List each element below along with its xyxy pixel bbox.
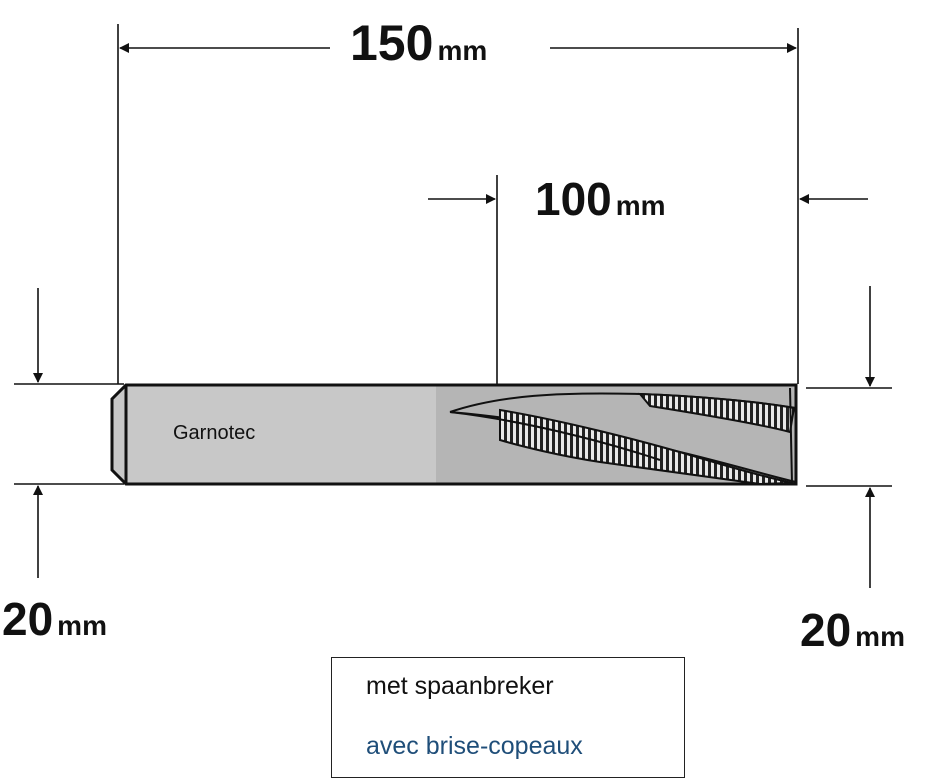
cutting-diameter-unit: mm xyxy=(855,621,905,652)
router-bit: Garnotec xyxy=(110,383,798,486)
flute-pattern xyxy=(449,387,797,486)
shank-diameter-unit: mm xyxy=(57,610,107,641)
bit-shank xyxy=(112,385,436,484)
cutting-diameter-value: 20 xyxy=(800,604,851,656)
legend-french: avec brise-copeaux xyxy=(366,732,583,760)
legend-dutch: met spaanbreker xyxy=(366,672,554,700)
brand-label: Garnotec xyxy=(173,422,255,444)
cutting-length-value: 100 xyxy=(535,173,612,225)
shank-diameter-value: 20 xyxy=(2,593,53,645)
legend-box: met spaanbreker avec brise-copeaux xyxy=(331,657,685,778)
cutting-length-unit: mm xyxy=(616,190,666,221)
total-length-unit: mm xyxy=(437,35,487,66)
total-length-value: 150 xyxy=(350,15,433,71)
